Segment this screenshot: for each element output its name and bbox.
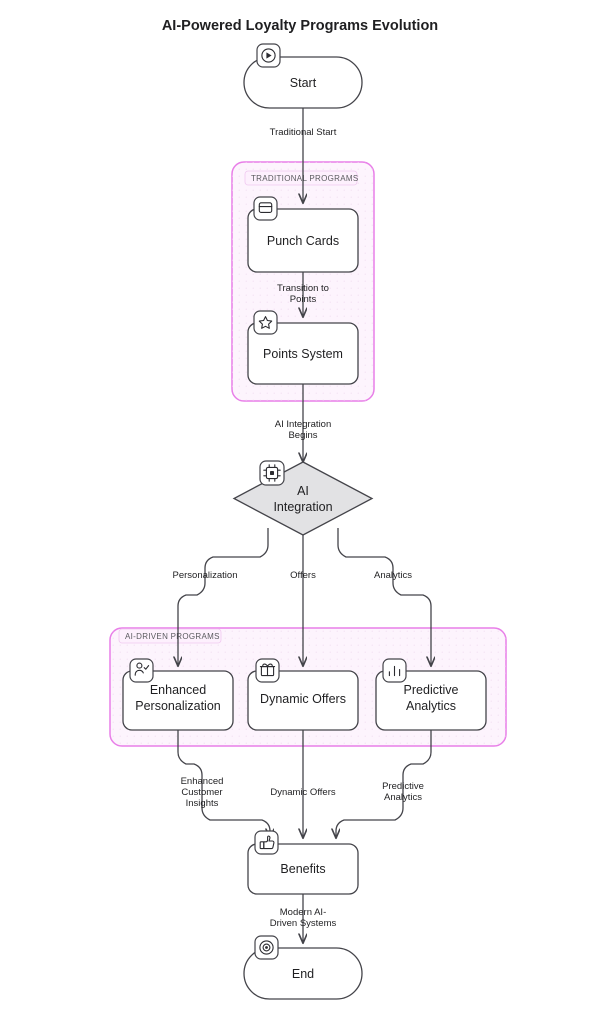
node-predictive-analytics-shape[interactable] xyxy=(375,670,487,731)
edge-ai-to-predictive-analytics xyxy=(337,528,431,666)
node-benefits-shape[interactable] xyxy=(247,843,359,895)
edge-label-personalization: Personalization xyxy=(173,570,238,581)
node-start[interactable]: Start xyxy=(243,43,363,109)
edge-label-enhanced-insights-line1: Enhanced xyxy=(181,776,224,787)
node-start-label: Start xyxy=(290,76,317,90)
edge-label-predictive-line2: Analytics xyxy=(384,792,422,803)
thumbs-up-icon xyxy=(254,830,279,855)
node-benefits[interactable]: Benefits xyxy=(247,830,359,895)
node-benefits-label: Benefits xyxy=(280,862,325,876)
edge-label-modern-ai-line2: Driven Systems xyxy=(270,918,337,929)
node-dynamic-offers-label: Dynamic Offers xyxy=(260,692,346,706)
node-enhanced-personalization-label-line1: Enhanced xyxy=(150,683,206,697)
star-icon xyxy=(253,310,278,335)
gift-icon xyxy=(255,658,280,683)
node-enhanced-personalization[interactable]: Enhanced Personalization xyxy=(122,658,234,731)
edge-label-analytics: Analytics xyxy=(374,570,412,581)
target-icon xyxy=(254,935,279,960)
node-end[interactable]: End xyxy=(243,935,363,1000)
node-dynamic-offers[interactable]: Dynamic Offers xyxy=(247,658,359,731)
node-predictive-analytics-label-line2: Analytics xyxy=(406,699,456,713)
node-enhanced-personalization-label-line2: Personalization xyxy=(135,699,221,713)
cluster-ai-driven-label: AI-DRIVEN PROGRAMS xyxy=(125,632,220,641)
play-circle-icon xyxy=(256,43,281,68)
edge-label-ai-integration-line1: AI Integration xyxy=(275,419,332,430)
node-end-label: End xyxy=(292,967,314,981)
credit-card-icon xyxy=(253,196,278,221)
edge-label-enhanced-insights-line3: Insights xyxy=(186,798,219,809)
node-punch-cards[interactable]: Punch Cards xyxy=(247,196,359,273)
edge-label-transition-line2: Points xyxy=(290,294,317,305)
node-predictive-analytics-label-line1: Predictive xyxy=(404,683,459,697)
edge-predictive-analytics-to-benefits xyxy=(336,730,432,838)
node-points-system-shape[interactable] xyxy=(247,322,359,385)
cluster-traditional-label-box xyxy=(244,170,358,186)
edge-ai-to-enhanced-personalization xyxy=(178,528,269,666)
edge-label-enhanced-insights-line2: Customer xyxy=(181,787,222,798)
edge-label-transition-line1: Transition to xyxy=(277,283,329,294)
node-end-shape[interactable] xyxy=(243,947,363,1000)
node-ai-integration[interactable]: AI Integration xyxy=(232,460,374,536)
edge-label-predictive-line1: Predictive xyxy=(382,781,424,792)
cluster-traditional-label: TRADITIONAL PROGRAMS xyxy=(251,174,359,183)
node-ai-integration-label-line2: Integration xyxy=(273,500,332,514)
edge-label-ai-integration-line2: Begins xyxy=(288,430,317,441)
node-enhanced-personalization-shape[interactable] xyxy=(122,670,234,731)
node-predictive-analytics[interactable]: Predictive Analytics xyxy=(375,658,487,731)
edge-label-traditional-start: Traditional Start xyxy=(270,127,337,138)
bar-chart-icon xyxy=(382,658,407,683)
edge-enhanced-personalization-to-benefits xyxy=(177,730,270,838)
page-title: AI-Powered Loyalty Programs Evolution xyxy=(162,18,438,34)
node-dynamic-offers-shape[interactable] xyxy=(247,670,359,731)
node-ai-integration-label-line1: AI xyxy=(297,484,309,498)
node-punch-cards-label: Punch Cards xyxy=(267,234,339,248)
edge-label-offers: Offers xyxy=(290,570,316,581)
node-points-system[interactable]: Points System xyxy=(247,310,359,385)
cluster-ai-driven-label-box xyxy=(118,628,222,644)
node-ai-integration-shape[interactable] xyxy=(232,461,374,536)
edge-label-dynamic-offers: Dynamic Offers xyxy=(270,787,336,798)
cpu-chip-icon xyxy=(259,460,285,486)
user-check-icon xyxy=(129,658,154,683)
edge-label-modern-ai-line1: Modern AI- xyxy=(280,907,326,918)
node-punch-cards-shape[interactable] xyxy=(247,208,359,273)
node-points-system-label: Points System xyxy=(263,347,343,361)
node-start-shape[interactable] xyxy=(243,56,363,109)
